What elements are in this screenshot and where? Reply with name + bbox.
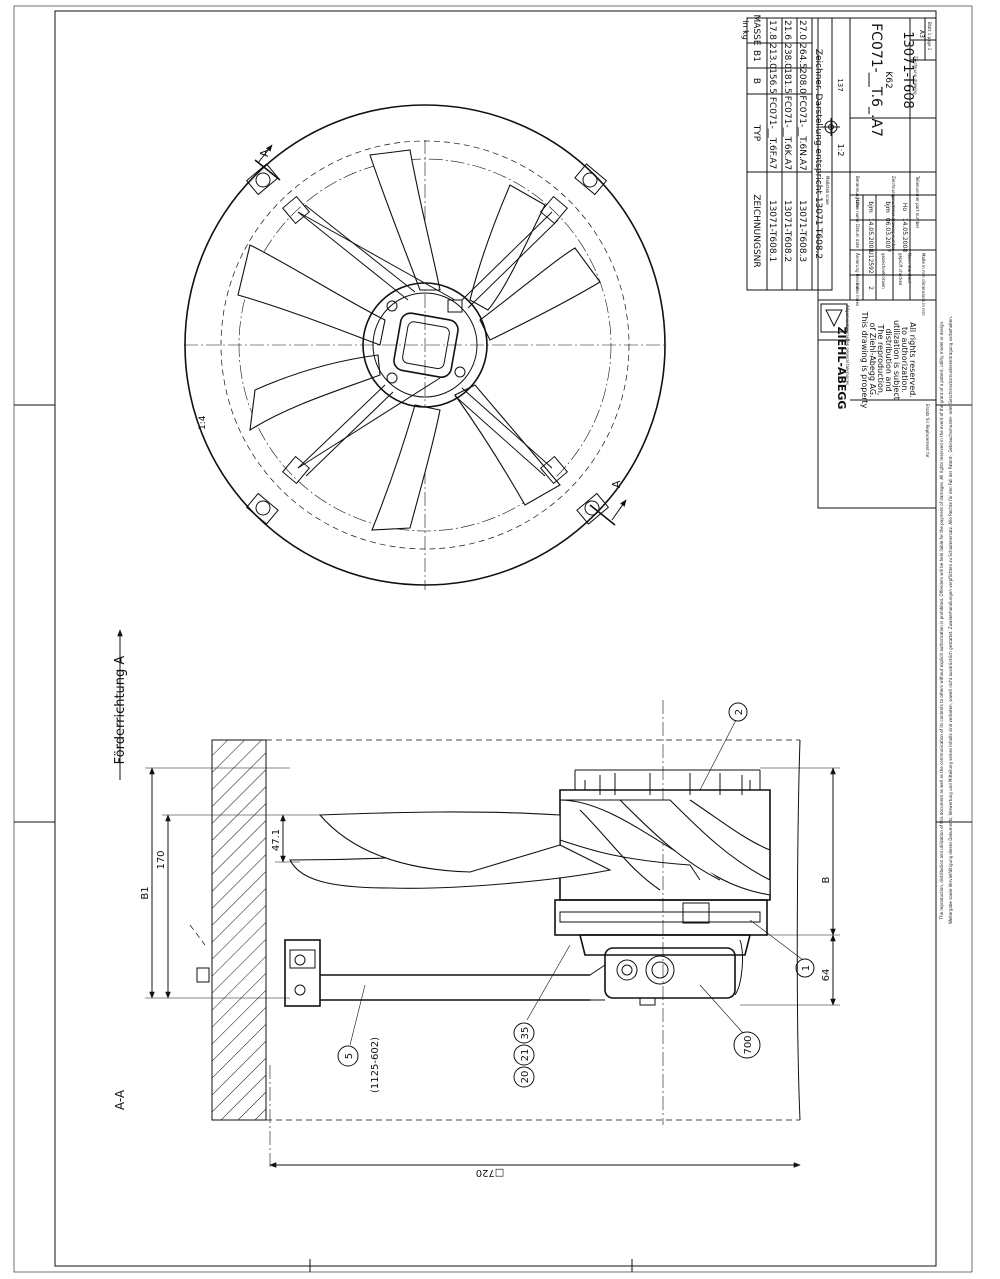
table-cell: 27.0 xyxy=(797,20,807,40)
flow-direction-label: Förderrichtung A xyxy=(113,656,128,765)
scale-label: Maßstab scale xyxy=(825,176,830,205)
checked-name: Ho xyxy=(901,203,908,212)
table-header-typ: TYP xyxy=(751,124,761,142)
drawing-number: 13071-T608 xyxy=(900,31,915,109)
table-cell: 238.0 xyxy=(782,43,792,69)
title-block: ZIEHL-ABEGG Allgemeintoleranzen general … xyxy=(817,17,937,509)
dims-in-mm: Maße in mm dimensions in mm xyxy=(921,253,926,316)
drawing-number-label: Zeichnungsnummer drawing number xyxy=(891,176,896,251)
table-cell: 13071-T608.3 xyxy=(797,200,807,262)
svg-text:21: 21 xyxy=(520,1049,531,1062)
sheet-border-outer xyxy=(13,5,973,1273)
copyright-line: All rights reserved. xyxy=(908,322,917,398)
table-cell: 13071-T608.2 xyxy=(782,200,792,262)
drawn-name: bjm xyxy=(884,201,891,212)
scale-value: 1:2 xyxy=(836,144,845,157)
format: A3 xyxy=(918,30,925,38)
rev-header: Datum date xyxy=(855,224,860,248)
standard-label: Norm standard xyxy=(907,253,912,283)
copyright-line: to authorization. xyxy=(900,327,909,393)
section-marker-bottom: A xyxy=(610,480,623,488)
dim-b1: B1 xyxy=(140,886,151,899)
table-cell: 208.0 xyxy=(797,68,807,94)
balloon-2: 2 xyxy=(699,702,748,791)
drawing-label: Zeichnung drawing xyxy=(913,56,918,95)
table-header-b1: B1 xyxy=(751,50,761,62)
copyright-line: The reproduction, xyxy=(876,324,885,396)
rev-header: Benennung title xyxy=(855,176,860,209)
legal-text-1: The reproduction, distribution and utili… xyxy=(939,321,944,921)
dim-170: 170 xyxy=(156,850,167,869)
svg-text:35: 35 xyxy=(520,1027,531,1040)
table-cell: 13071-T608.1 xyxy=(767,200,777,262)
table-cell: 156.5 xyxy=(767,68,777,94)
table-unit: in kg xyxy=(741,20,750,40)
dim-47: 47.1 xyxy=(271,829,282,851)
sheet-border-inner xyxy=(54,10,937,1267)
copyright-line: of Ziehl-Abegg AG. xyxy=(868,322,877,397)
svg-text:5: 5 xyxy=(344,1053,355,1059)
copyright-line: distribution and xyxy=(884,328,893,391)
rev-date: 14.05.2008 xyxy=(867,218,874,253)
replaces-label: Ersatz für Replacement for xyxy=(925,404,930,458)
section-marker-top: A xyxy=(258,149,271,157)
table-cell: FC071-__T.6K.A7 xyxy=(782,96,792,171)
part-name: FC071-__T.6_.A7 xyxy=(868,23,884,137)
checked-date: 14.05.2008 xyxy=(901,218,908,253)
rev-number: U12592 xyxy=(867,250,874,274)
section-label: A-A xyxy=(113,1089,127,1110)
dim-64: 64 xyxy=(821,969,832,982)
balloon-5: 5 xyxy=(337,984,366,1067)
drawn-date: 06.03.2007 xyxy=(884,218,891,253)
table-header-b: B xyxy=(751,78,761,84)
part-number-label: Teilenummer part number xyxy=(915,175,920,229)
table-cell: 181.5 xyxy=(782,68,792,94)
table-cell: 264.5 xyxy=(797,43,807,69)
dim-width: □720 xyxy=(476,1167,505,1178)
table-header-masse: MASSE xyxy=(751,14,761,45)
rev-header: Änderung Revision xyxy=(855,253,860,291)
scale-note: 1:4 xyxy=(198,415,208,430)
balloon-1: 1 xyxy=(749,919,815,978)
projection-icon xyxy=(822,118,840,136)
section-view: B1 170 47.1 B 64 (1125-602) □720 Förderr… xyxy=(113,629,840,1178)
table-cell: FC071-__T.6N.A7 xyxy=(797,95,807,170)
company-name: ZIEHL-ABEGG xyxy=(835,327,848,410)
table-cell: 213.0 xyxy=(767,43,777,69)
part-sub: K62 xyxy=(883,71,893,88)
general-tolerances: Allgemeintoleranzen general tolerances xyxy=(845,305,850,385)
copyright-line: utilization is subject xyxy=(892,320,901,400)
front-view: A A 1:4 xyxy=(184,104,666,590)
balloon-700: 700 xyxy=(699,984,761,1059)
table-cell: FC071-__T.6F.A7 xyxy=(767,97,777,169)
svg-text:20: 20 xyxy=(520,1071,531,1084)
svg-text:2: 2 xyxy=(734,709,745,715)
rev-index: 2 xyxy=(867,286,874,290)
table-cell: 21.6 xyxy=(782,20,792,40)
svg-text:700: 700 xyxy=(743,1035,754,1054)
table-header-nr: ZEICHNUNGSNR xyxy=(751,194,761,267)
legal-text-2: Weitergabe sowie Vervielfältigung dieses… xyxy=(948,316,953,924)
rev-header: Name name xyxy=(855,198,860,223)
checked-label: geprüft checked xyxy=(898,253,903,286)
balloon-group-20-21-35: 35 21 20 xyxy=(513,944,571,1088)
sheet-number: 137 xyxy=(836,78,844,91)
sheet: Blatt 1 page 1 xyxy=(927,22,932,51)
dim-b: B xyxy=(821,876,832,883)
rev-header: Index index xyxy=(855,283,860,307)
drawn-label: gezeichnet drawn xyxy=(881,253,886,289)
svg-text:1: 1 xyxy=(801,965,812,971)
dim-range: (1125-602) xyxy=(370,1037,381,1093)
table-cell: 17.8 xyxy=(767,20,777,40)
copyright-line: This drawing is property xyxy=(860,311,869,409)
rev-name: bjm xyxy=(867,201,874,212)
